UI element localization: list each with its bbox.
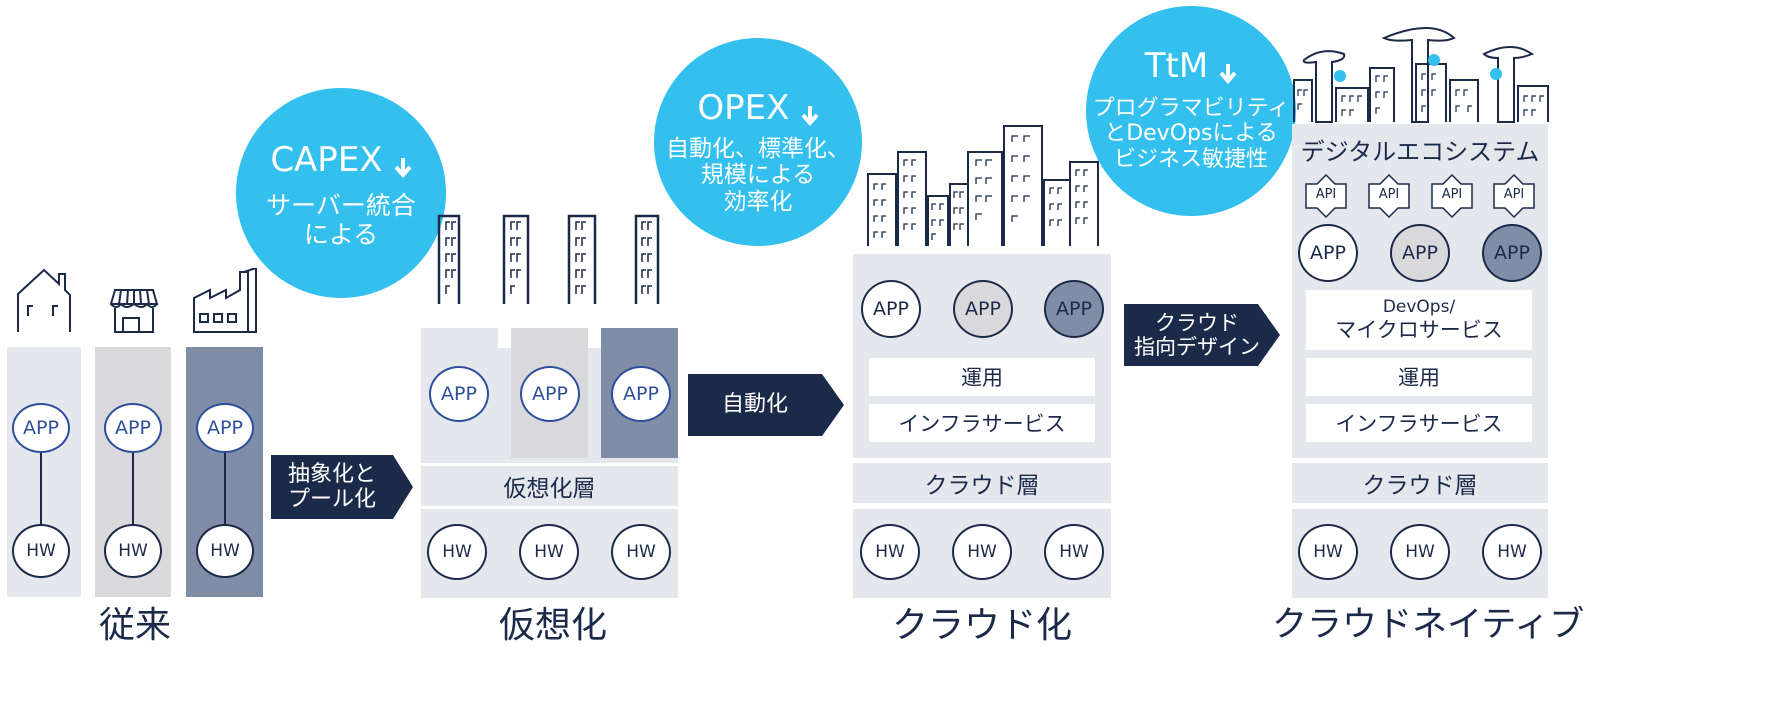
hw-node: HW xyxy=(1482,524,1542,580)
devops-microservices-bar: DevOps/ マイクロサービス xyxy=(1306,290,1532,350)
city-skyline-icon xyxy=(867,125,1099,246)
ttm-label: TtM xyxy=(1144,46,1209,86)
app-node: APP xyxy=(1044,280,1104,338)
infra-service-bar: インフラサービス xyxy=(869,404,1095,442)
ttm-description: プログラマビリティ とDevOpsによる ビジネス敏捷性 xyxy=(1092,96,1290,172)
office-building-icon xyxy=(634,214,660,304)
virtual-layer: 仮想化層 xyxy=(421,463,678,509)
app-node: APP xyxy=(1390,224,1450,282)
cloud-design-arrow: クラウド 指向デザイン xyxy=(1124,304,1280,366)
hw-node: HW xyxy=(860,524,920,580)
down-arrow-icon xyxy=(801,105,819,126)
opex-bubble: OPEX 自動化、標準化、 規模による 効率化 xyxy=(654,38,862,246)
api-badge: API xyxy=(1490,174,1538,218)
capex-description: サーバー統合 による xyxy=(266,191,416,249)
operations-bar: 運用 xyxy=(869,358,1095,396)
app-node: APP xyxy=(1482,224,1542,282)
app-node: APP xyxy=(953,280,1013,338)
shop-icon xyxy=(109,289,159,333)
cloud-layer: クラウド層 xyxy=(853,463,1111,503)
futuristic-city-icon xyxy=(1293,27,1549,123)
office-building-icon xyxy=(502,214,530,304)
api-badge: API xyxy=(1365,174,1413,218)
app-node: APP xyxy=(12,403,70,453)
ttm-bubble: TtM プログラマビリティ とDevOpsによる ビジネス敏捷性 xyxy=(1086,6,1296,216)
stage-caption-native: クラウドネイティブ xyxy=(1272,605,1585,645)
opex-description: 自動化、標準化、 規模による 効率化 xyxy=(666,136,850,215)
devops-label: DevOps/ xyxy=(1382,297,1456,318)
capex-bubble: CAPEX サーバー統合 による xyxy=(236,88,446,298)
app-node: APP xyxy=(104,403,162,453)
operations-bar: 運用 xyxy=(1306,358,1532,396)
cloud-layer: クラウド層 xyxy=(1292,463,1548,503)
infra-service-bar: インフラサービス xyxy=(1306,404,1532,442)
automation-arrow: 自動化 xyxy=(688,374,844,436)
hw-node: HW xyxy=(1390,524,1450,580)
hw-node: HW xyxy=(196,524,254,578)
down-arrow-icon xyxy=(1219,63,1237,84)
factory-icon xyxy=(193,268,257,333)
connector-line xyxy=(224,452,226,527)
hw-node: HW xyxy=(519,524,579,580)
abstraction-arrow: 抽象化と プール化 xyxy=(271,455,413,519)
hw-node: HW xyxy=(427,524,487,580)
digital-ecosystem-title: デジタルエコシステム xyxy=(1300,138,1540,166)
hw-node: HW xyxy=(104,524,162,578)
hw-node: HW xyxy=(12,524,70,578)
connector-line xyxy=(132,452,134,527)
app-node: APP xyxy=(520,366,580,422)
app-node: APP xyxy=(196,403,254,453)
opex-label: OPEX xyxy=(697,88,790,128)
hw-node: HW xyxy=(952,524,1012,580)
office-building-icon xyxy=(437,214,461,304)
office-building-icon xyxy=(567,214,597,304)
stage-caption-cloud: クラウド化 xyxy=(891,605,1072,646)
hw-node: HW xyxy=(1044,524,1104,580)
hw-node: HW xyxy=(1298,524,1358,580)
app-node: APP xyxy=(429,366,489,422)
down-arrow-icon xyxy=(394,157,412,178)
stage-caption-traditional: 従来 xyxy=(98,605,171,646)
hw-node: HW xyxy=(611,524,671,580)
api-badge: API xyxy=(1302,174,1350,218)
stage-caption-virtual: 仮想化 xyxy=(498,605,607,646)
connector-line xyxy=(40,452,42,527)
api-badge: API xyxy=(1428,174,1476,218)
capex-label: CAPEX xyxy=(270,140,383,180)
app-node: APP xyxy=(611,366,671,422)
app-node: APP xyxy=(861,280,921,338)
microservices-label: マイクロサービス xyxy=(1335,317,1503,342)
house-icon xyxy=(17,268,71,332)
app-node: APP xyxy=(1298,224,1358,282)
